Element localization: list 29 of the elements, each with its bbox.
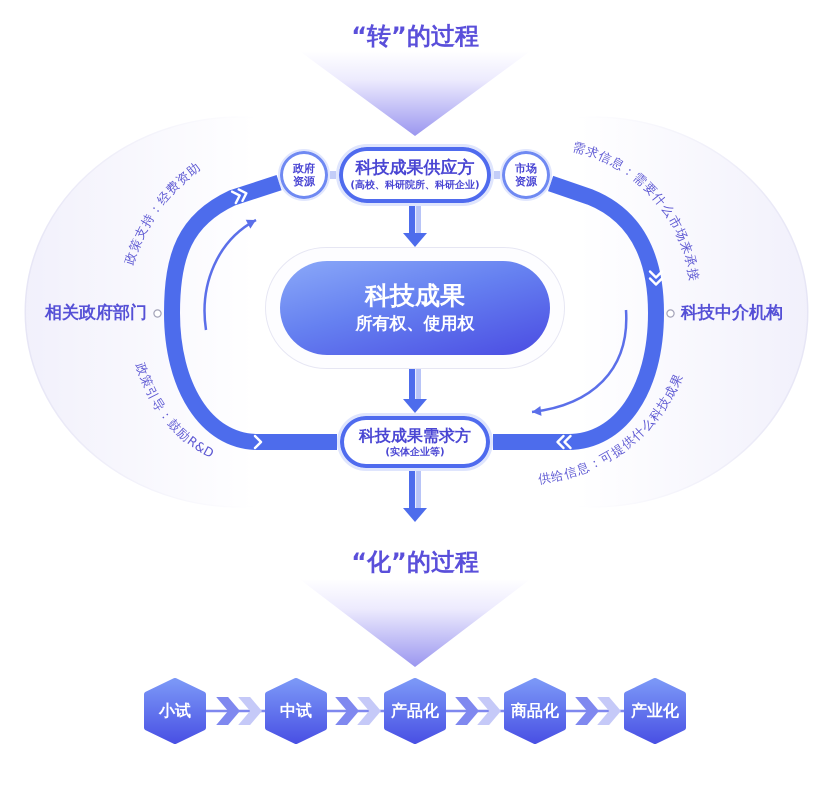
connector-bar [330,171,336,179]
edge-label: 政策支持：经费资助 [121,158,204,266]
edge-label: 需求信息：需要什么市场来承接 [571,138,702,283]
hexagon-tile: 中试 [265,678,327,744]
pill-subtitle: 所有权、使用权 [356,313,474,336]
hexagon-tile: 产品化 [384,678,446,744]
hexagon-tile: 小试 [144,678,206,744]
side-label: 科技中介机构 [681,302,783,324]
section-heading: “化”的过程 [351,547,479,578]
hexagon-tile: 产业化 [624,678,686,744]
side-label: 相关政府部门 [45,302,147,324]
resource-circle: 市场资源 [500,149,552,201]
connector-bar [494,171,500,179]
curved-arrow [164,312,337,450]
down-arrow [403,206,427,247]
curved-arrow [493,312,664,450]
box-subtitle: (高校、科研院所、科研企业) [350,179,480,193]
curved-arrow [164,175,282,314]
box-title: 科技成果需求方 [359,424,471,446]
down-arrow [403,369,427,413]
edge-label: 供给信息：可提供什么科技成果 [537,370,686,486]
curved-arrow [548,176,664,314]
pill-title: 科技成果 [365,280,465,312]
resource-circle: 政府资源 [278,149,330,201]
hexagon-tile: 商品化 [504,678,566,744]
section-heading: “转”的过程 [351,21,479,52]
box-subtitle: (实体企业等) [385,446,445,460]
box-title: 科技成果供应方 [356,157,474,179]
down-arrow [403,471,427,522]
